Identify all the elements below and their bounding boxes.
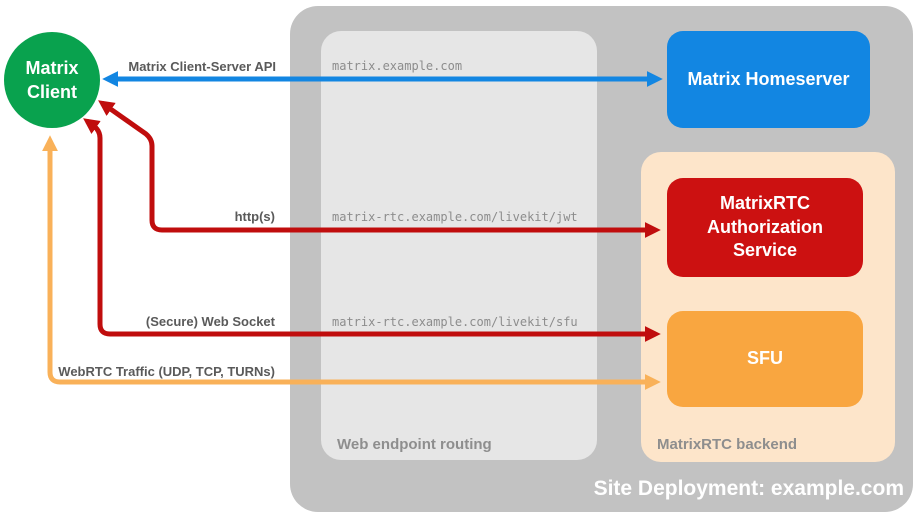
- endpoint-url-homeserver: matrix.example.com: [332, 59, 463, 73]
- web-endpoint-routing-box: [321, 31, 597, 460]
- sfu-label: SFU: [747, 348, 783, 369]
- web-endpoint-routing-label: Web endpoint routing: [337, 436, 492, 453]
- websocket-arrow-label: (Secure) Web Socket: [145, 314, 275, 329]
- matrix-client-node: Matrix Client: [4, 32, 100, 128]
- matrixrtc-auth-service-node: MatrixRTC Authorization Service: [667, 178, 863, 277]
- webrtc-arrow-label: WebRTC Traffic (UDP, TCP, TURNs): [58, 364, 275, 379]
- endpoint-url-jwt: matrix-rtc.example.com/livekit/jwt: [332, 210, 578, 224]
- matrixrtc-backend-label: MatrixRTC backend: [657, 436, 798, 453]
- matrix-homeserver-label: Matrix Homeserver: [687, 68, 850, 89]
- site-deployment-label: Site Deployment: example.com: [593, 477, 904, 500]
- client-server-api-arrow-label: Matrix Client-Server API: [128, 59, 276, 74]
- endpoint-url-sfu: matrix-rtc.example.com/livekit/sfu: [332, 315, 578, 329]
- matrix-homeserver-node: Matrix Homeserver: [667, 31, 870, 128]
- sfu-node: SFU: [667, 311, 863, 407]
- matrix-client-label: Matrix Client: [25, 57, 79, 102]
- https-arrow-label: http(s): [234, 209, 275, 224]
- matrixrtc-auth-service-label: MatrixRTC Authorization Service: [707, 193, 823, 261]
